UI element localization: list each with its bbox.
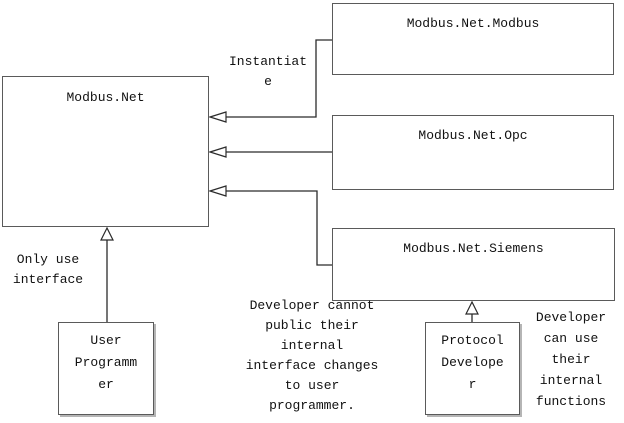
node-modbus-net-title: Modbus.Net	[66, 90, 145, 105]
node-modbus-net-siemens-title: Modbus.Net.Siemens	[403, 241, 544, 256]
arrowhead-left-icon	[207, 146, 227, 158]
arrow-siemens-line	[226, 190, 332, 266]
arrow-userprogrammer-to-modbusnet	[100, 226, 114, 322]
node-modbus-net-opc-title: Modbus.Net.Opc	[418, 128, 528, 143]
arrow-siemens-to-modbusnet	[207, 185, 332, 266]
node-protocol-developer-title: Protocol Develope r	[441, 333, 504, 392]
arrow-opc-to-modbusnet	[207, 146, 332, 158]
arrowhead-left-icon	[207, 111, 227, 123]
arrow-protocoldeveloper-to-siemens	[465, 300, 479, 322]
node-modbus-net: Modbus.Net	[2, 76, 209, 227]
label-only-use-interface: Only use interface	[12, 252, 84, 287]
node-modbus-net-opc: Modbus.Net.Opc	[332, 115, 614, 190]
arrowhead-up-icon	[100, 226, 114, 241]
node-user-programmer-title: User Programm er	[74, 333, 138, 392]
node-protocol-developer: Protocol Develope r	[425, 322, 520, 415]
arrowhead-up-icon	[465, 300, 479, 315]
node-user-programmer: User Programm er	[58, 322, 154, 415]
arrowhead-left-icon	[207, 185, 227, 197]
label-instantiate: Instantiat e	[228, 54, 307, 89]
node-modbus-net-siemens: Modbus.Net.Siemens	[332, 228, 615, 301]
node-modbus-net-modbus-title: Modbus.Net.Modbus	[406, 16, 540, 31]
label-developer-cannot: Developer cannot public their internal i…	[245, 298, 379, 413]
node-modbus-net-modbus: Modbus.Net.Modbus	[332, 3, 614, 75]
label-developer-can: Developer can use their internal functio…	[535, 310, 607, 409]
